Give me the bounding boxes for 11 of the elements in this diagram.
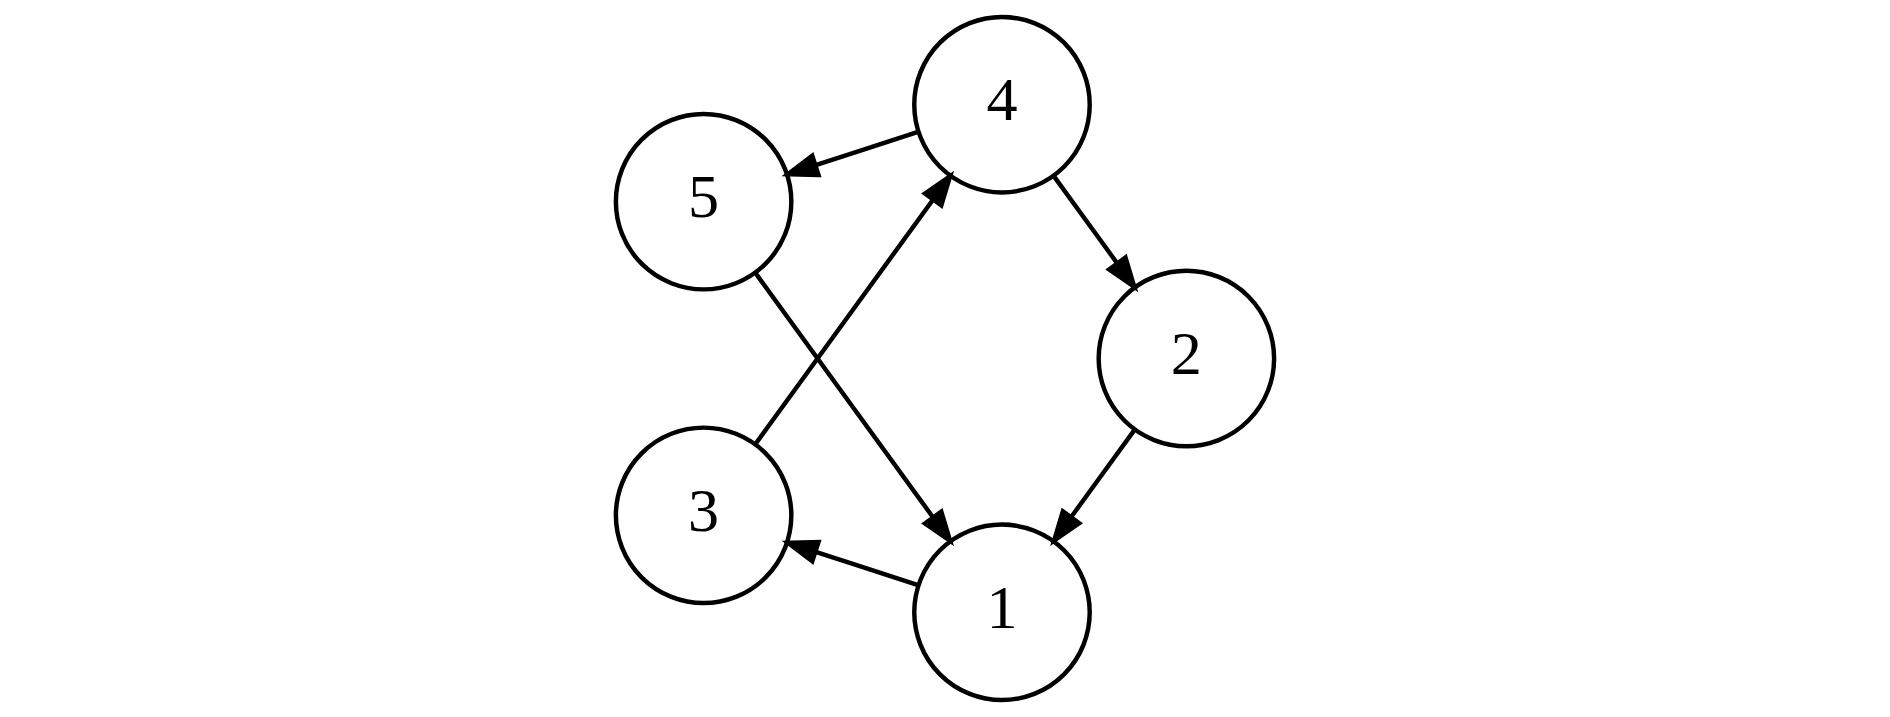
node-circle: 2 xyxy=(1096,268,1277,449)
node-circle: 1 xyxy=(912,522,1092,703)
node-circle: 5 xyxy=(613,111,794,292)
node-circle: 3 xyxy=(613,425,794,606)
arrow xyxy=(781,539,919,588)
arrow xyxy=(753,170,955,446)
arrow xyxy=(1050,428,1137,547)
arrow xyxy=(1052,174,1139,293)
arrow xyxy=(753,271,955,547)
node-circle: 4 xyxy=(912,14,1092,195)
arrow xyxy=(781,129,919,178)
